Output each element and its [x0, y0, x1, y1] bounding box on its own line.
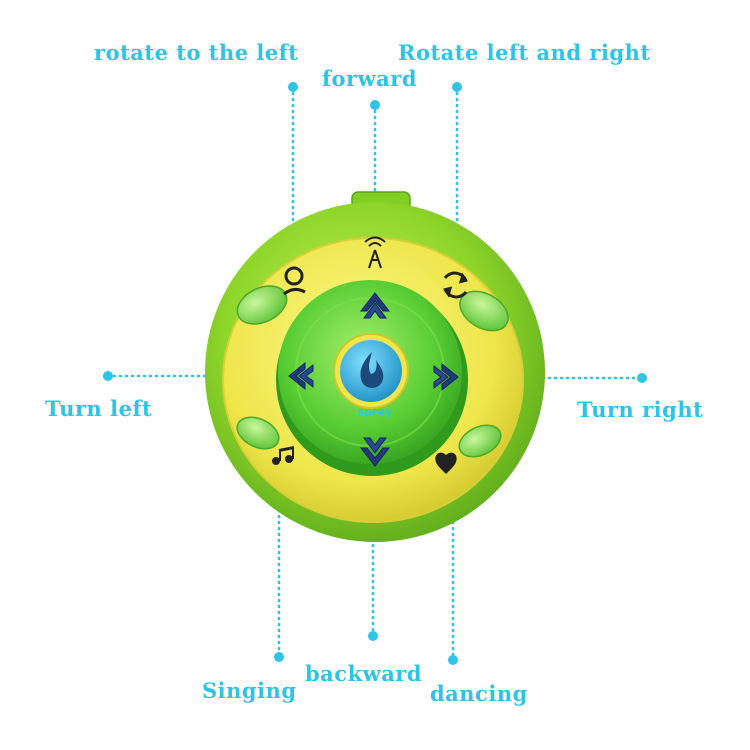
- music-notes-icon: [272, 446, 294, 465]
- forward-arrow-button[interactable]: [359, 292, 391, 319]
- turn-right-arrow-button[interactable]: [433, 362, 459, 392]
- heart-icon: [435, 452, 457, 474]
- turn-left-arrow-button[interactable]: [288, 361, 314, 391]
- label-backward: backward: [305, 661, 423, 686]
- rotate-left-right-button[interactable]: [453, 283, 515, 338]
- center-logo-disc: [340, 340, 402, 402]
- refresh-rotate-icon: [443, 271, 468, 299]
- label-rotate-left-and-right: Rotate left and right: [398, 40, 651, 65]
- signal-tower-icon: [364, 236, 386, 269]
- label-dancing: dancing: [430, 681, 528, 706]
- label-turn-left: Turn left: [45, 396, 153, 421]
- label-forward: forward: [322, 66, 418, 91]
- dancing-button[interactable]: [454, 419, 506, 463]
- leader-endpoints: [103, 82, 647, 665]
- backward-arrow-button[interactable]: [359, 437, 391, 467]
- brand-logo-text: spray: [357, 405, 393, 418]
- label-turn-right: Turn right: [577, 397, 704, 422]
- label-singing: Singing: [202, 678, 297, 703]
- label-rotate-to-the-left: rotate to the left: [94, 40, 299, 65]
- singing-button[interactable]: [232, 411, 284, 455]
- rotate-left-icon: [283, 266, 306, 296]
- logo-flame-icon: [360, 352, 384, 388]
